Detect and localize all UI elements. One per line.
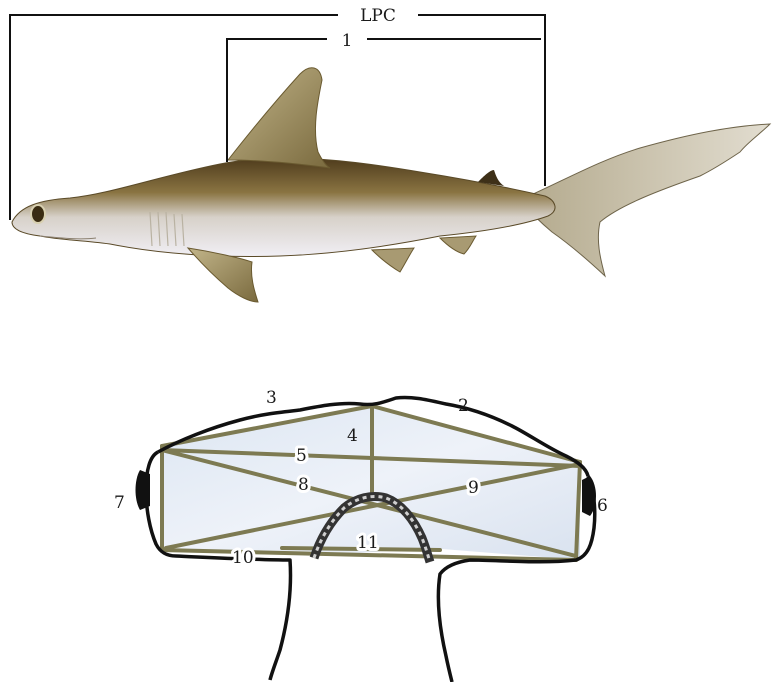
caudal-fin: [520, 124, 770, 276]
anal-fin: [440, 236, 476, 254]
measurement-11-label: 11: [357, 533, 379, 553]
measurement-9-label: 9: [468, 478, 479, 498]
shark-body: [12, 158, 555, 256]
measurement-1-label: 1: [342, 31, 353, 51]
left-eye-icon: [136, 470, 151, 510]
measurement-5-label: 5: [296, 446, 307, 466]
measurement-8-label: 8: [298, 475, 309, 495]
measurement-2-label: 2: [458, 396, 469, 416]
pelvic-fin: [372, 248, 414, 272]
measurement-3-label: 3: [266, 388, 277, 408]
lpc-label: LPC: [360, 6, 396, 26]
measurement-10-label: 10: [232, 548, 254, 568]
hammerhead-shark-illustration: [12, 68, 770, 302]
eye-icon: [31, 205, 45, 223]
measurement-7-label: 7: [114, 493, 125, 513]
dorsal-fin: [228, 68, 330, 168]
measurement-6-label: 6: [597, 496, 608, 516]
measurement-4-label: 4: [347, 426, 358, 446]
